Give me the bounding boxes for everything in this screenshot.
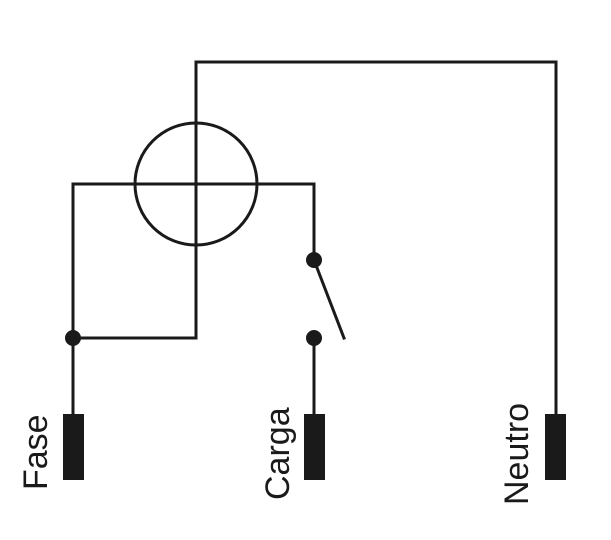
carga-label: Carga (259, 407, 297, 500)
switch-bottom-contact (306, 330, 322, 346)
switch-lever (312, 258, 346, 340)
carga-terminal (304, 414, 325, 480)
neutro-terminal (545, 414, 566, 480)
switch-top-contact (306, 252, 322, 268)
fase-label: Fase (17, 414, 55, 490)
neutral-wire (194, 60, 558, 416)
fase-terminal (63, 414, 84, 480)
neutro-label: Neutro (498, 403, 536, 505)
lamp-icon (133, 121, 259, 247)
lamp-horizontal-wire (71, 182, 316, 340)
junction-node (65, 330, 81, 346)
